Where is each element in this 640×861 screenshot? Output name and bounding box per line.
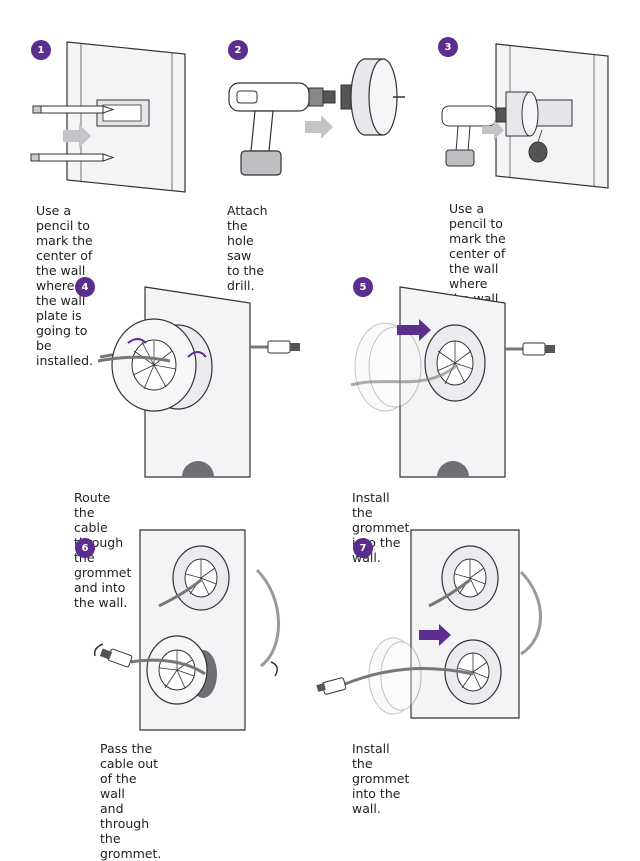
pencil-icon [32,105,115,114]
step-3-badge: 3 [438,37,458,57]
hole-saw-icon [505,91,539,137]
pencil-icon [30,153,115,162]
grommet-icon [441,545,499,611]
step-4-badge: 4 [75,277,95,297]
step-5-badge: 5 [353,277,373,297]
step-3-illustration [441,43,609,189]
hdmi-plug-icon [267,340,300,354]
cable [350,363,458,387]
step-2-caption: Attach the hole saw to the drill. [227,203,268,293]
drill-icon [441,105,507,167]
hdmi-plug-icon [316,677,347,695]
grommet-icon [111,318,213,412]
step-7-illustration [316,529,542,719]
step-7-badge: 7 [353,538,373,558]
arrow-right-icon [305,115,333,139]
arrow-right-icon [482,120,504,140]
step-6-illustration [93,529,280,731]
drill-icon [228,82,336,176]
curved-arrow-icon [270,661,278,677]
arrow-right-icon [419,624,451,646]
hole [437,461,469,477]
grommet-icon [146,635,208,705]
grommet-icon [424,324,486,402]
step-7-caption: Install the grommet into the wall. [352,741,410,816]
grommet-icon [444,639,502,705]
rotate-arrow-icon [187,351,207,358]
step-2-illustration [228,58,405,176]
step-6-badge: 6 [75,538,95,558]
step-2-badge: 2 [228,40,248,60]
rotate-arrow-icon [127,338,147,344]
step-1-illustration [30,41,186,193]
step-1-caption: Use a pencil to mark the center of the w… [36,203,94,368]
cable [158,578,202,608]
step-4-illustration [97,286,300,478]
curved-arrow-icon [93,643,104,657]
grommet-ghost [368,637,422,715]
arrow-right-icon [397,319,431,341]
arrow-right-icon [63,124,91,148]
hole-saw-icon [340,58,405,136]
hdmi-plug-icon [522,342,555,356]
cable [428,578,471,608]
step-6-caption: Pass the cable out of the wall and throu… [100,741,162,861]
step-1-badge: 1 [31,40,51,60]
hole [528,141,548,163]
step-5-illustration [350,286,555,478]
hdmi-plug-icon [99,648,133,668]
grommet-ghost [354,322,422,412]
grommet-icon [172,545,230,611]
hole [182,461,214,477]
